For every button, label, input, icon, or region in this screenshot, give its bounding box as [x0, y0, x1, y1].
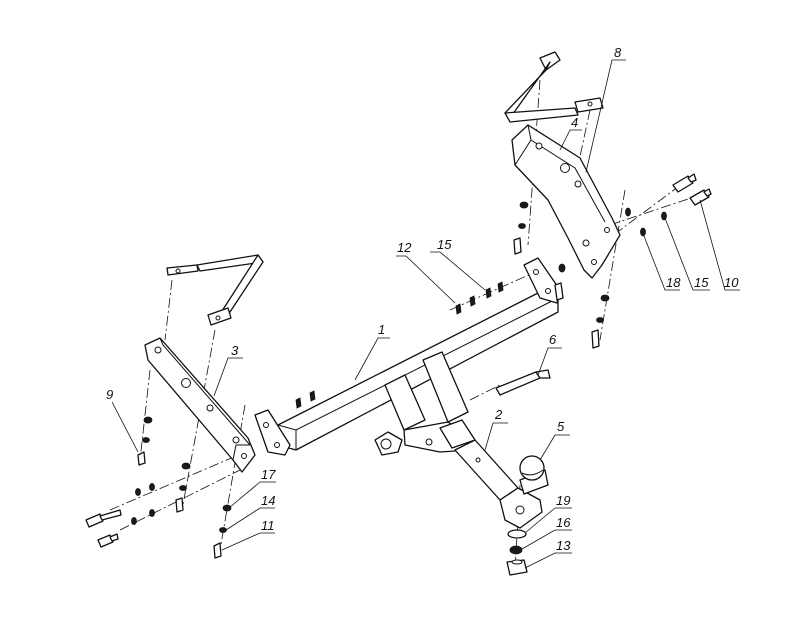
callout-15-right: 15: [664, 217, 710, 291]
callout-19: 19: [524, 493, 572, 534]
svg-text:13: 13: [556, 538, 571, 553]
svg-text:17: 17: [261, 467, 276, 482]
callout-labels: 1 2 3 4 5 6 8 9: [106, 45, 740, 569]
svg-text:14: 14: [261, 493, 275, 508]
svg-text:8: 8: [614, 45, 622, 60]
svg-text:15: 15: [437, 237, 452, 252]
callout-13: 13: [524, 538, 572, 569]
cross-beam-1: [254, 257, 561, 456]
svg-text:2: 2: [494, 407, 503, 422]
svg-text:19: 19: [556, 493, 570, 508]
svg-text:16: 16: [556, 515, 571, 530]
tow-ball-5: [519, 455, 549, 495]
svg-text:11: 11: [261, 518, 275, 533]
callout-18: 18: [643, 235, 681, 291]
right-bracket-4: [511, 124, 621, 279]
pin-6: [495, 369, 551, 396]
left-mounting-strap: [166, 254, 264, 326]
callout-16: 16: [521, 515, 572, 550]
callout-9: 9: [106, 387, 139, 453]
callout-14: 14: [225, 493, 275, 531]
left-bracket-3: [144, 337, 256, 473]
callout-17: 17: [228, 467, 276, 509]
callout-8: 8: [585, 45, 626, 173]
svg-text:1: 1: [378, 322, 385, 337]
callout-15-top: 15: [430, 237, 486, 291]
right-mounting-strap: [504, 51, 604, 123]
callout-4: 4: [559, 115, 582, 151]
callout-6: 6: [537, 332, 562, 376]
svg-text:5: 5: [557, 419, 565, 434]
svg-text:15: 15: [694, 275, 709, 290]
assembly-axis-lines: [109, 79, 701, 571]
svg-text:3: 3: [231, 343, 239, 358]
callout-5: 5: [539, 419, 570, 461]
fasteners: [85, 173, 712, 576]
svg-text:9: 9: [106, 387, 113, 402]
svg-text:18: 18: [666, 275, 681, 290]
drawbar-2: [374, 351, 543, 529]
callout-2: 2: [484, 407, 508, 451]
svg-text:12: 12: [397, 240, 412, 255]
callout-11: 11: [221, 518, 275, 551]
callout-12: 12: [396, 240, 456, 304]
callout-1: 1: [354, 322, 390, 381]
svg-text:10: 10: [724, 275, 739, 290]
callout-3: 3: [213, 343, 243, 397]
svg-text:4: 4: [571, 115, 578, 130]
callout-10: 10: [699, 199, 740, 291]
svg-text:6: 6: [549, 332, 557, 347]
